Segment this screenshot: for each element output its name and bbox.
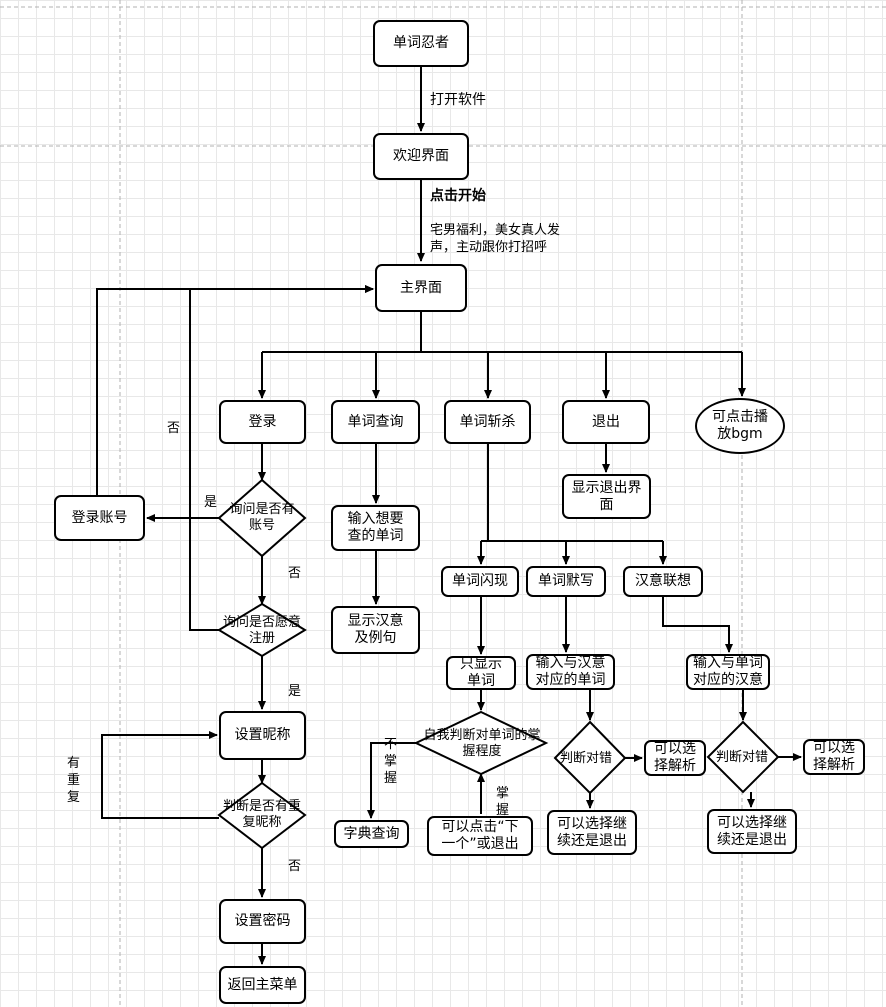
judge-decision-1: 判断对错: [560, 751, 613, 766]
judge-decision-2: 判断对错: [716, 750, 769, 765]
next-or-exit-node: 可以点击“下一个”或退出: [427, 816, 533, 856]
query-node: 单词查询: [331, 400, 420, 444]
input-query-node: 输入想要查的单词: [331, 505, 420, 551]
exit-node: 退出: [562, 400, 650, 444]
bgm-node: 可点击播放bgm: [695, 398, 785, 454]
show-meaning-node: 显示汉意及例句: [331, 606, 420, 654]
yes-label-1: 是: [204, 495, 218, 510]
analysis-node-1: 可以选择解析: [644, 740, 706, 776]
duplicate-label: 有重复: [67, 756, 81, 805]
no-label-1: 否: [288, 566, 302, 581]
start-node: 单词忍者: [373, 20, 469, 67]
no-loop-label: 否: [167, 421, 181, 436]
open-app-label: 打开软件: [430, 92, 486, 108]
dictation-node: 单词默写: [526, 566, 606, 597]
login-node: 登录: [219, 400, 306, 444]
back-menu-node: 返回主菜单: [219, 966, 306, 1004]
set-password-node: 设置密码: [219, 899, 306, 944]
click-start-label: 点击开始: [430, 188, 486, 204]
flash-node: 单词闪现: [441, 566, 519, 597]
input-meaning-node: 输入与单词对应的汉意: [686, 654, 770, 690]
association-node: 汉意联想: [623, 566, 703, 597]
only-word-node: 只显示单词: [446, 656, 516, 690]
no-label-2: 否: [288, 859, 302, 874]
welcome-note-label: 宅男福利，美女真人发声，主动跟你打招呼: [430, 223, 561, 255]
input-word-node: 输入与汉意对应的单词: [526, 654, 615, 690]
self-judge-decision: 自我判断对单词的掌握程度: [423, 728, 541, 759]
ask-account-decision: 询问是否有账号: [229, 502, 295, 533]
slay-node: 单词斩杀: [444, 400, 531, 444]
analysis-node-2: 可以选择解析: [803, 739, 865, 775]
set-nickname-node: 设置昵称: [219, 711, 306, 760]
main-node: 主界面: [375, 264, 467, 312]
yes-label-2: 是: [288, 684, 302, 699]
dict-lookup-node: 字典查询: [334, 820, 409, 848]
mastered-label: 掌握: [496, 786, 510, 818]
account-node: 登录账号: [54, 495, 145, 541]
not-mastered-label: 不掌握: [384, 737, 398, 786]
exit-screen-node: 显示退出界面: [562, 474, 651, 519]
continue-node-2: 可以选择继续还是退出: [707, 809, 797, 854]
ask-register-decision: 询问是否愿意注册: [222, 615, 301, 646]
check-nickname-decision: 判断是否有重复昵称: [222, 799, 301, 830]
continue-node-1: 可以选择继续还是退出: [547, 810, 637, 855]
welcome-node: 欢迎界面: [373, 133, 469, 180]
